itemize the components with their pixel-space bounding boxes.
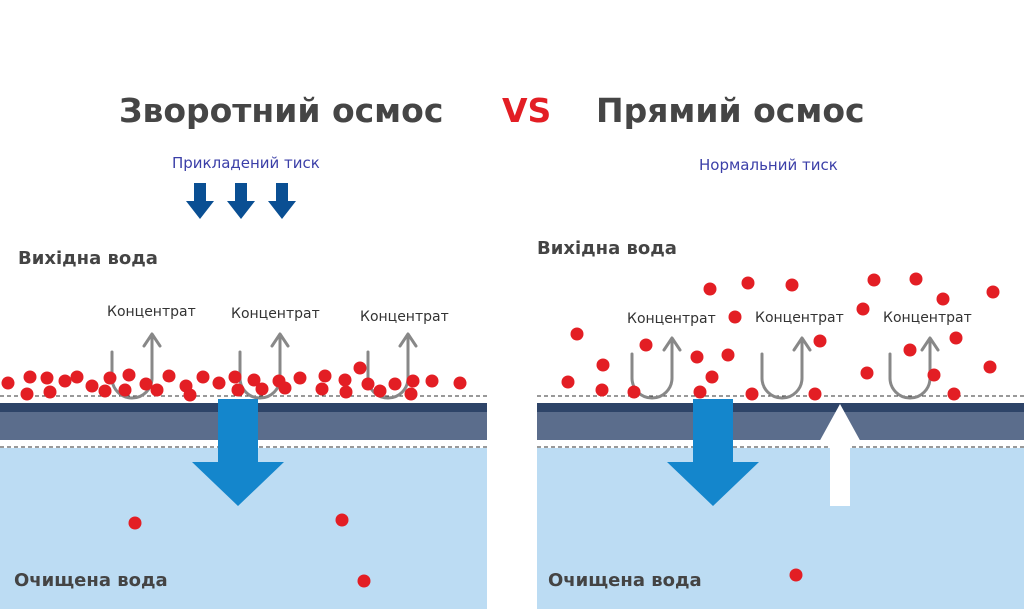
left-particles (1, 361, 467, 402)
pressure-arrow-icon (227, 183, 255, 219)
left-purified-particles (128, 513, 371, 588)
left-source-water-label: Вихідна вода (18, 248, 158, 269)
right-membrane-top (537, 403, 1024, 412)
vs-label: VS (502, 91, 552, 130)
concentrate-label: Концентрат (627, 311, 716, 327)
left-flow-arrow-icon (192, 399, 284, 506)
right-membrane-body (537, 412, 1024, 440)
pressure-arrow-icon (186, 183, 214, 219)
concentrate-label: Концентрат (231, 306, 320, 322)
reverse-flow-arrow-icon (818, 404, 862, 506)
concentrate-label: Концентрат (360, 309, 449, 325)
concentrate-label: Концентрат (755, 310, 844, 326)
right-source-water-label: Вихідна вода (537, 238, 677, 259)
concentrate-arrow-icon (888, 336, 940, 400)
right-flow-arrow-icon (667, 399, 759, 506)
right-title: Прямий осмос (596, 91, 865, 130)
right-particles (561, 272, 1000, 401)
left-pressure-caption: Прикладений тиск (172, 154, 320, 172)
right-purified-particles (789, 568, 803, 582)
right-purified-water-label: Очищена вода (548, 570, 702, 591)
right-pressure-caption: Нормальний тиск (699, 156, 838, 174)
left-purified-water-label: Очищена вода (14, 570, 168, 591)
left-title: Зворотний осмос (119, 91, 444, 130)
applied-pressure-arrows (186, 183, 296, 219)
concentrate-arrow-icon (760, 336, 812, 400)
concentrate-label: Концентрат (107, 304, 196, 320)
pressure-arrow-icon (268, 183, 296, 219)
concentrate-arrow-icon (630, 336, 682, 400)
concentrate-label: Концентрат (883, 310, 972, 326)
right-purified-water-region (537, 448, 1024, 609)
